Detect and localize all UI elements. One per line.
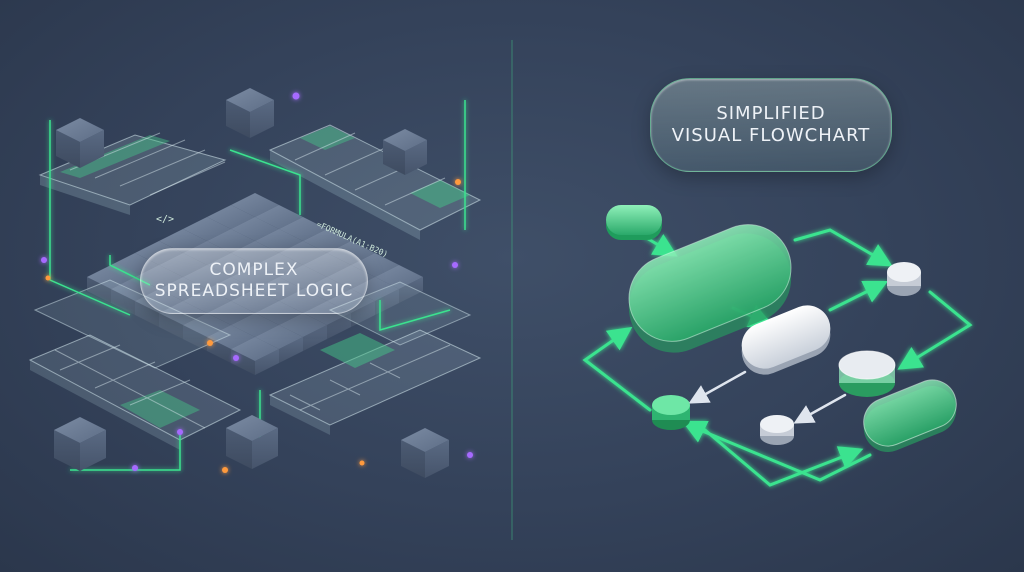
spreadsheet-slab-icon xyxy=(268,329,482,435)
spreadsheet-slab-icon xyxy=(28,334,242,450)
flow-connectors-white xyxy=(688,370,847,424)
flow-node-cylinder xyxy=(838,350,896,397)
spreadsheet-slab-icon xyxy=(268,124,482,240)
flow-node-process-large xyxy=(628,224,792,353)
left-title-pill: COMPLEX SPREADSHEET LOGIC xyxy=(140,248,368,314)
right-title-line1: SIMPLIFIED xyxy=(716,102,826,124)
cube-icon xyxy=(401,428,449,478)
flow-node-small-green xyxy=(652,395,690,430)
circuit-lines xyxy=(49,100,466,471)
cube-icon xyxy=(226,415,278,469)
cube-icon xyxy=(54,417,106,471)
code-tag: </> xyxy=(156,214,174,225)
flow-node-start xyxy=(606,205,662,240)
left-title-line1: COMPLEX xyxy=(209,259,299,280)
glow-dots xyxy=(41,92,473,473)
flow-node-small-white xyxy=(760,415,794,445)
flow-node-process-white xyxy=(741,305,831,375)
spreadsheet-slab-icon xyxy=(38,132,227,215)
right-title-line2: VISUAL FLOWCHART xyxy=(671,125,871,146)
cube-icon xyxy=(383,129,427,175)
right-title-pill: SIMPLIFIED VISUAL FLOWCHART xyxy=(650,78,892,172)
spreadsheet-slab-icon xyxy=(33,279,472,369)
flow-node-decision xyxy=(887,262,921,296)
cube-icon xyxy=(226,88,274,138)
left-title-line2: SPREADSHEET LOGIC xyxy=(154,281,354,301)
cube-icon xyxy=(56,118,104,168)
flow-node-end xyxy=(863,379,957,452)
right-panel xyxy=(582,205,973,487)
